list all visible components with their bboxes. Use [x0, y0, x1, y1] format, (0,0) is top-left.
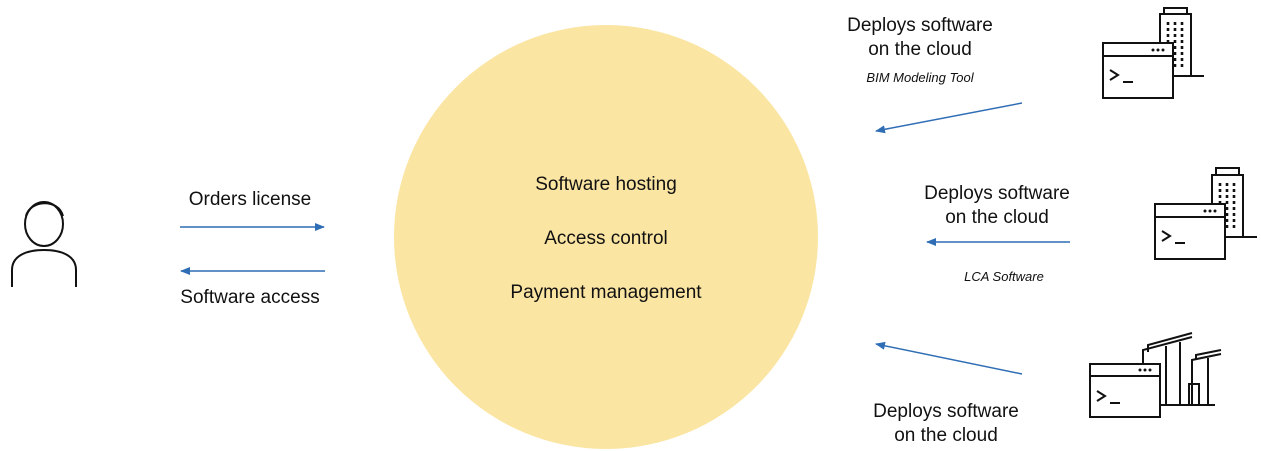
cloud-platform-circle: [394, 25, 818, 449]
provider-deploy-line1: Deploys software: [847, 15, 993, 36]
provider-2-label: Deploys software on the cloud: [897, 182, 1097, 230]
provider-tool-name: BIM Modeling Tool: [866, 70, 974, 85]
provider-deploy-line2: on the cloud: [894, 425, 998, 446]
provider-deploy-line2: on the cloud: [945, 207, 1049, 228]
orders-license-label: Orders license: [188, 189, 312, 210]
person-icon: [11, 201, 77, 287]
service-payment-management: Payment management: [510, 282, 702, 303]
service-software-hosting: Software hosting: [535, 174, 677, 195]
provider-1-deploy-arrow: [875, 102, 1023, 134]
provider-3-label: Deploys software on the cloud: [846, 400, 1046, 448]
platform-services: Software hosting Access control Payment …: [456, 0, 756, 451]
provider-deploy-line1: Deploys software: [873, 401, 1019, 422]
software-access-label: Software access: [180, 287, 320, 308]
provider-deploy-line1: Deploys software: [924, 183, 1070, 204]
provider-deploy-line2: on the cloud: [868, 39, 972, 60]
provider-3-deploy-arrow: [875, 341, 1023, 375]
factory-terminal-icon: [1089, 332, 1222, 418]
office-tower-terminal-icon: [1102, 7, 1204, 99]
provider-2-tool-name: LCA Software: [964, 269, 1044, 284]
office-tower-terminal-icon: [1154, 167, 1257, 260]
provider-1-label: Deploys software on the cloud BIM Modeli…: [820, 14, 1020, 86]
service-access-control: Access control: [544, 228, 668, 249]
